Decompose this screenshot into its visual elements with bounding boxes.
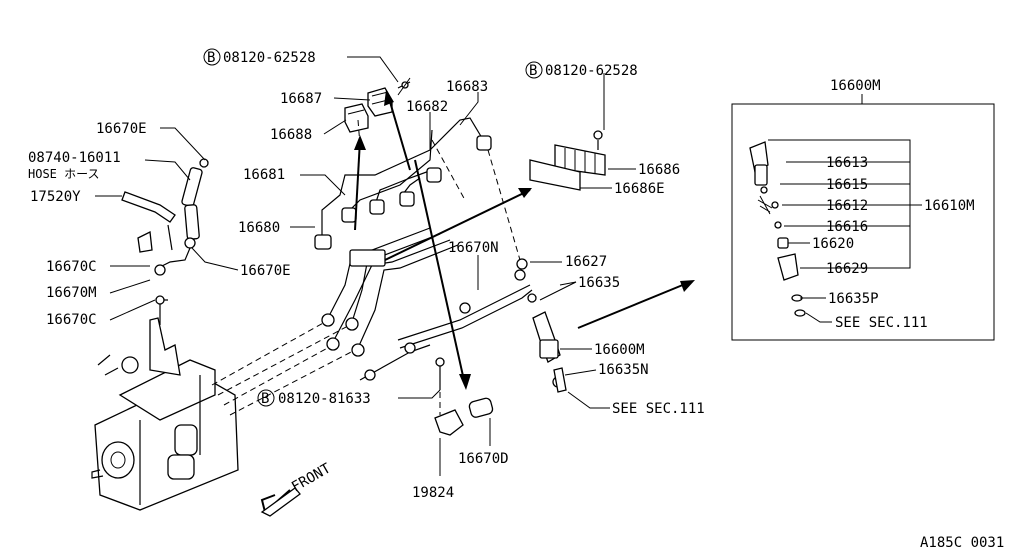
injection-pump-illustration bbox=[91, 299, 239, 511]
label-16670M: 16670M bbox=[46, 285, 97, 301]
label-16670D: 16670D bbox=[458, 451, 509, 467]
label-16635N: 16635N bbox=[598, 362, 649, 378]
clamp-16688-illustration bbox=[344, 103, 369, 133]
label-16686E: 16686E bbox=[614, 181, 665, 197]
clamp-16686-illustration bbox=[529, 130, 606, 191]
label-16615: 16615 bbox=[826, 177, 868, 193]
label-16687: 16687 bbox=[280, 91, 322, 107]
label-16612: 16612 bbox=[826, 198, 868, 214]
label-16613: 16613 bbox=[826, 155, 868, 171]
bolt-marker-top bbox=[203, 48, 221, 66]
leak-off-tube-illustration bbox=[359, 269, 533, 381]
label-16600M-mid: 16600M bbox=[594, 342, 645, 358]
label-16670E-bottom: 16670E bbox=[240, 263, 291, 279]
return-fitting-illustration bbox=[434, 357, 494, 436]
hose-illustration bbox=[121, 158, 209, 305]
bolt-marker-top-letter: B bbox=[207, 50, 215, 66]
label-16610M: 16610M bbox=[924, 198, 975, 214]
label-see-sec-mid: SEE SEC.111 bbox=[612, 401, 705, 417]
label-16683: 16683 bbox=[446, 79, 488, 95]
label-bolt-top: 08120-62528 bbox=[223, 50, 316, 66]
injection-tube-bundle bbox=[314, 117, 492, 357]
label-16616: 16616 bbox=[826, 219, 868, 235]
label-hose: HOSE ホース bbox=[28, 167, 100, 181]
label-16670C-1: 16670C bbox=[46, 259, 97, 275]
label-16670N: 16670N bbox=[448, 240, 499, 256]
label-16629: 16629 bbox=[826, 261, 868, 277]
nozzle-assembly-box bbox=[731, 103, 995, 341]
front-label: FRONT bbox=[289, 460, 334, 495]
label-bolt-bottom: 08120-81633 bbox=[278, 391, 371, 407]
front-direction-arrow: FRONT bbox=[260, 460, 334, 517]
label-bolt-right: 08120-62528 bbox=[545, 63, 638, 79]
label-16620: 16620 bbox=[812, 236, 854, 252]
label-box-16600M: 16600M bbox=[830, 78, 881, 94]
nozzle-holder-illustration bbox=[516, 258, 567, 393]
bolt-marker-bottom-letter: B bbox=[261, 391, 269, 407]
label-17520Y: 17520Y bbox=[30, 189, 81, 205]
label-16627: 16627 bbox=[565, 254, 607, 270]
label-16681: 16681 bbox=[243, 167, 285, 183]
label-16635: 16635 bbox=[578, 275, 620, 291]
assembly-arrows bbox=[354, 90, 695, 390]
nozzle-assembly-parts bbox=[749, 141, 806, 317]
label-08740-16011: 08740-16011 bbox=[28, 150, 121, 166]
label-see-sec-box: SEE SEC.111 bbox=[835, 315, 928, 331]
label-16686: 16686 bbox=[638, 162, 680, 178]
label-16682: 16682 bbox=[406, 99, 448, 115]
label-16680: 16680 bbox=[238, 220, 280, 236]
label-16635P: 16635P bbox=[828, 291, 879, 307]
label-19824: 19824 bbox=[412, 485, 454, 501]
bolt-marker-right bbox=[525, 61, 543, 79]
bolt-marker-bottom bbox=[257, 389, 275, 407]
bolt-marker-right-letter: B bbox=[529, 63, 537, 79]
label-16688: 16688 bbox=[270, 127, 312, 143]
diagram-id: A185C 0031 bbox=[920, 535, 1004, 551]
label-16670E-top: 16670E bbox=[96, 121, 147, 137]
label-16670C-2: 16670C bbox=[46, 312, 97, 328]
